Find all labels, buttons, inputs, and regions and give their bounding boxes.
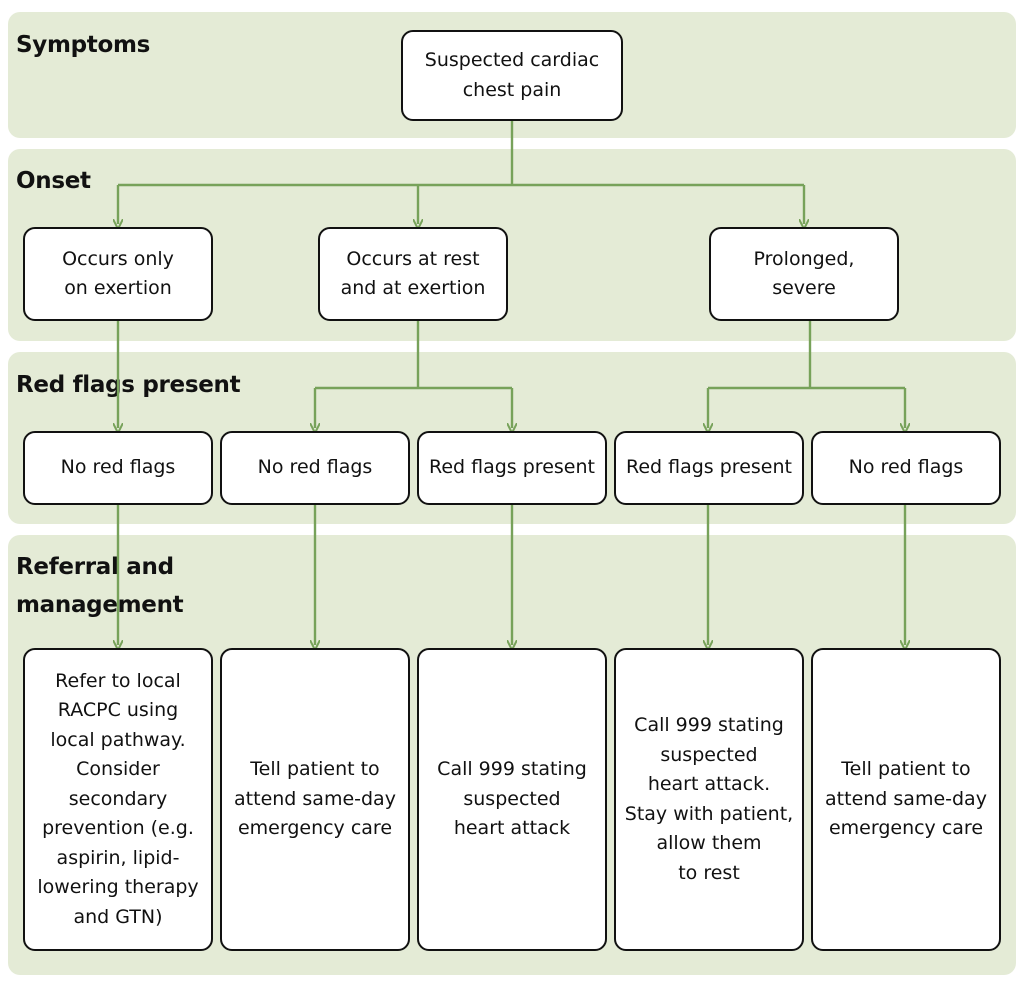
node-refer-racpc: Refer to local RACPC using local pathway… (23, 648, 213, 951)
node-no-red-flags-1: No red flags (23, 431, 213, 505)
band-label-symptoms: Symptoms (16, 32, 151, 58)
node-onset-rest-and-exertion: Occurs at rest and at exertion (318, 227, 508, 321)
node-red-flags-present-2: Red flags present (614, 431, 804, 505)
node-onset-prolonged-severe: Prolonged, severe (709, 227, 899, 321)
node-no-red-flags-3: No red flags (811, 431, 1001, 505)
band-label-red-flags: Red flags present (16, 372, 241, 398)
band-label-onset: Onset (16, 168, 91, 194)
node-red-flags-present-1: Red flags present (417, 431, 607, 505)
node-suspected-chest-pain: Suspected cardiac chest pain (401, 30, 623, 121)
node-call-999-stay-with-patient: Call 999 stating suspected heart attack.… (614, 648, 804, 951)
node-call-999: Call 999 stating suspected heart attack (417, 648, 607, 951)
node-onset-exertion: Occurs only on exertion (23, 227, 213, 321)
node-same-day-emergency-care-1: Tell patient to attend same-day emergenc… (220, 648, 410, 951)
node-same-day-emergency-care-2: Tell patient to attend same-day emergenc… (811, 648, 1001, 951)
node-no-red-flags-2: No red flags (220, 431, 410, 505)
band-label-referral: Referral and management (16, 554, 184, 618)
